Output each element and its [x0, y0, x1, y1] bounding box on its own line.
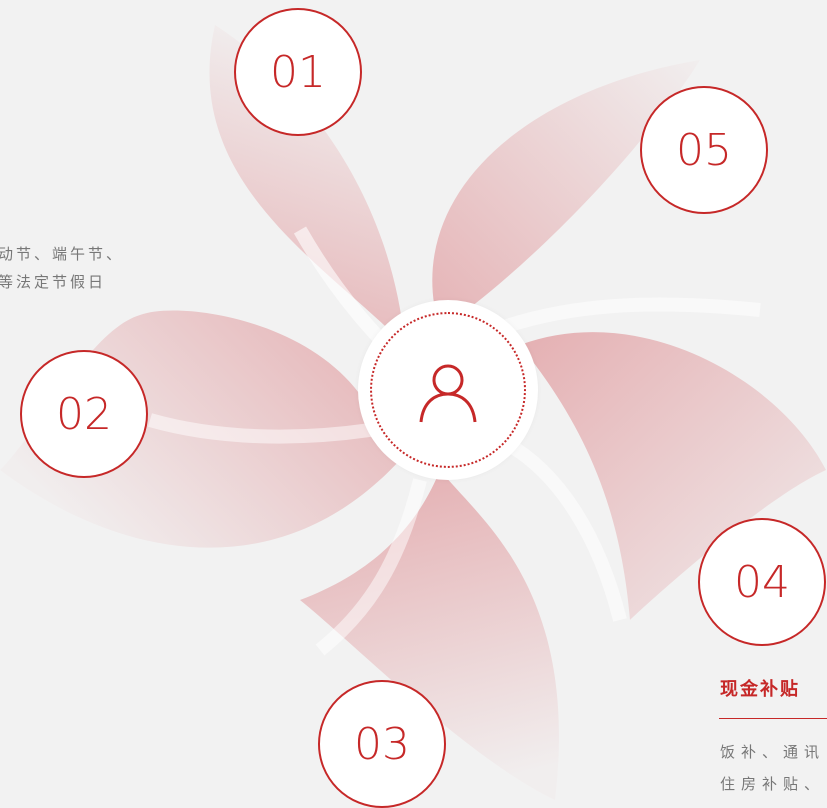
step-01-circle: 01 [234, 8, 362, 136]
step-04-description: 饭补、通讯 住房补贴、 [720, 736, 827, 800]
step-04-circle: 04 [698, 518, 826, 646]
step-04-divider [719, 718, 827, 719]
step-05-circle: 05 [640, 86, 768, 214]
step-02-circle: 02 [20, 350, 148, 478]
step-01-description: 动节、端午节、 等法定节假日 [0, 240, 168, 296]
step-04-line-1: 饭补、通讯 [720, 743, 826, 761]
user-icon [419, 364, 477, 423]
center-dotted-ring [370, 312, 526, 468]
step-01-line-1: 动节、端午节、 [0, 245, 125, 263]
step-04-line-2: 住房补贴、 [720, 775, 826, 793]
petal-04 [520, 332, 826, 620]
petal-03 [300, 470, 559, 800]
step-03-circle: 03 [318, 680, 446, 808]
step-04-title: 现金补贴 [720, 679, 800, 700]
petal-05 [432, 60, 700, 330]
step-01-line-2: 等法定节假日 [0, 273, 107, 291]
center-hub [358, 300, 538, 480]
